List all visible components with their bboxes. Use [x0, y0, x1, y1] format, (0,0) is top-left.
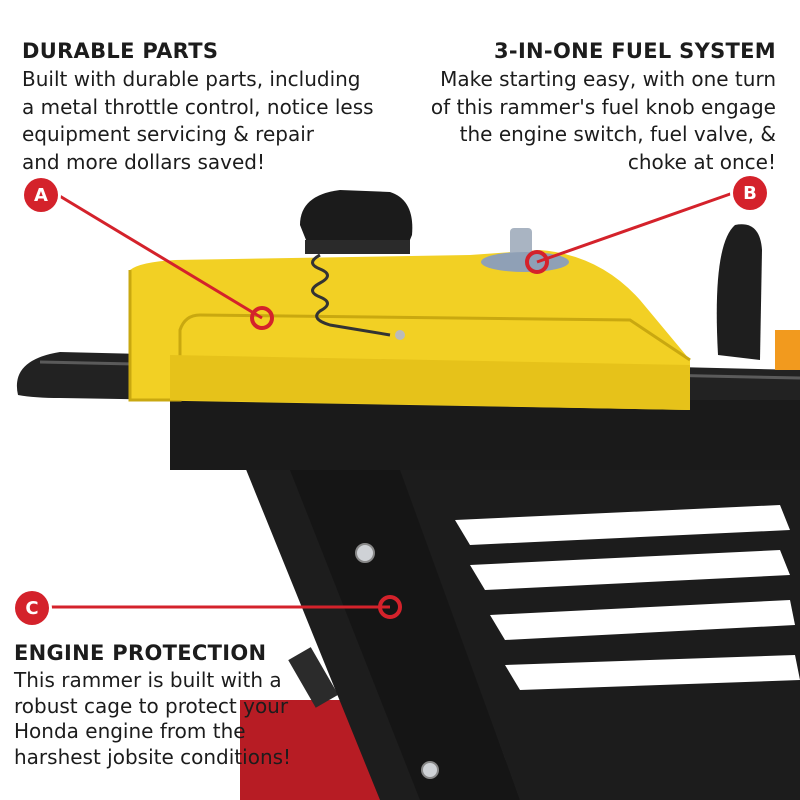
callout-marker-c: C: [15, 591, 49, 625]
callout-engine-protection: ENGINE PROTECTION This rammer is built w…: [14, 640, 291, 770]
callout-fuel-system: 3-IN-ONE FUEL SYSTEM Make starting easy,…: [431, 38, 776, 176]
callout-text-line: the engine switch, fuel valve, &: [459, 122, 776, 146]
fuel-tank: [128, 250, 691, 410]
callout-lines: [50, 191, 734, 619]
callout-text-line: equipment servicing & repair: [22, 122, 314, 146]
callout-text-line: a metal throttle control, notice less: [22, 94, 374, 119]
fuel-knob: [481, 228, 569, 272]
protective-cage: [230, 430, 800, 800]
callout-text-line: Built with durable parts, including: [22, 67, 361, 91]
callout-text-line: robust cage to protect your: [14, 693, 289, 718]
callout-text-line: of this rammer's fuel knob engage: [430, 94, 776, 119]
callout-title: ENGINE PROTECTION: [14, 641, 267, 665]
callout-text-line: Honda engine from the: [14, 719, 246, 743]
callout-durable-parts: DURABLE PARTS Built with durable parts, …: [22, 38, 374, 176]
callout-text-line: choke at once!: [627, 149, 776, 174]
callout-point-a: [250, 306, 274, 330]
callout-text-line: This rammer is built with a: [14, 668, 282, 692]
fuel-cap: [300, 190, 413, 340]
callout-text-line: harshest jobsite conditions!: [14, 744, 292, 769]
callout-text-line: Make starting easy, with one turn: [440, 67, 776, 91]
callout-marker-a: A: [24, 178, 58, 212]
callout-marker-b: B: [733, 176, 767, 210]
callout-title: 3-IN-ONE FUEL SYSTEM: [494, 39, 776, 63]
callout-point-b: [525, 250, 549, 274]
callout-text-line: and more dollars saved!: [22, 149, 265, 174]
callout-title: DURABLE PARTS: [22, 39, 219, 63]
callout-point-c: [378, 595, 402, 619]
